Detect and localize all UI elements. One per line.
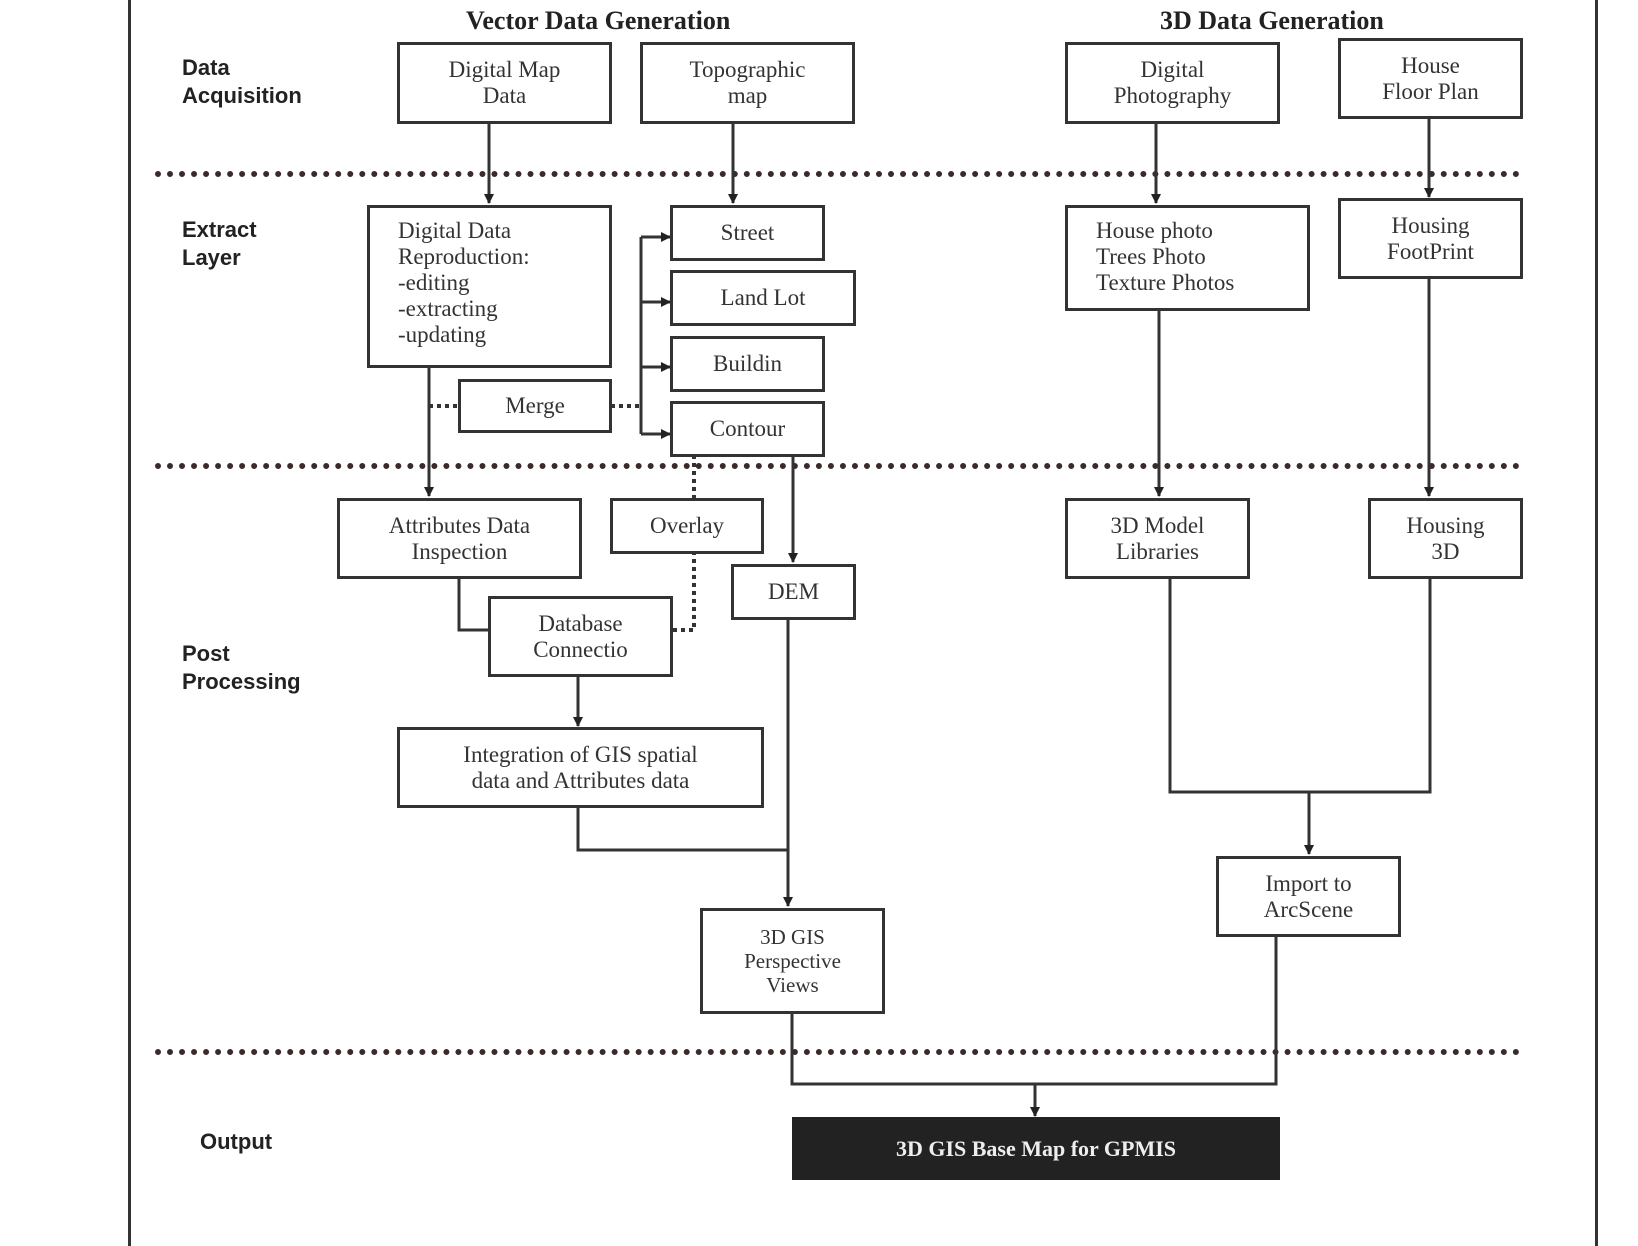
- stage-label-data-acquisition: Data Acquisition: [182, 55, 302, 108]
- node-3d-gis-base-map: 3D GIS Base Map for GPMIS: [792, 1117, 1280, 1180]
- diagram-frame: [128, 0, 1598, 1246]
- node-attributes-data-inspection: Attributes Data Inspection: [337, 498, 582, 579]
- stage-label-post-processing: Post Processing: [182, 641, 301, 694]
- node-digital-photography: Digital Photography: [1065, 42, 1280, 124]
- stage-separator: [155, 171, 1520, 177]
- node-digital-map-data: Digital Map Data: [397, 42, 612, 124]
- stage-separator: [155, 1049, 1520, 1055]
- node-digital-data-reproduction: Digital Data Reproduction: -editing -ext…: [367, 205, 612, 368]
- node-land-lot: Land Lot: [670, 270, 856, 326]
- node-housing-3d: Housing 3D: [1368, 498, 1523, 579]
- stage-label-extract-layer: Extract Layer: [182, 217, 257, 270]
- node-street: Street: [670, 205, 825, 261]
- node-3d-gis-perspective-views: 3D GIS Perspective Views: [700, 908, 885, 1014]
- node-buildin: Buildin: [670, 336, 825, 392]
- node-dem: DEM: [731, 564, 856, 620]
- column-title-vector: Vector Data Generation: [466, 6, 731, 35]
- node-merge: Merge: [458, 379, 612, 433]
- node-integration-gis-attributes: Integration of GIS spatial data and Attr…: [397, 727, 764, 808]
- node-3d-model-libraries: 3D Model Libraries: [1065, 498, 1250, 579]
- column-title-3d: 3D Data Generation: [1160, 6, 1384, 35]
- stage-separator: [155, 463, 1520, 469]
- node-database-connection: Database Connectio: [488, 596, 673, 677]
- node-import-to-arcscene: Import to ArcScene: [1216, 856, 1401, 937]
- node-contour: Contour: [670, 401, 825, 457]
- node-topographic-map: Topographic map: [640, 42, 855, 124]
- node-house-photos: House photo Trees Photo Texture Photos: [1065, 205, 1310, 311]
- node-house-floor-plan: House Floor Plan: [1338, 38, 1523, 119]
- node-housing-footprint: Housing FootPrint: [1338, 198, 1523, 279]
- node-overlay: Overlay: [610, 498, 764, 554]
- stage-label-output: Output: [200, 1129, 273, 1154]
